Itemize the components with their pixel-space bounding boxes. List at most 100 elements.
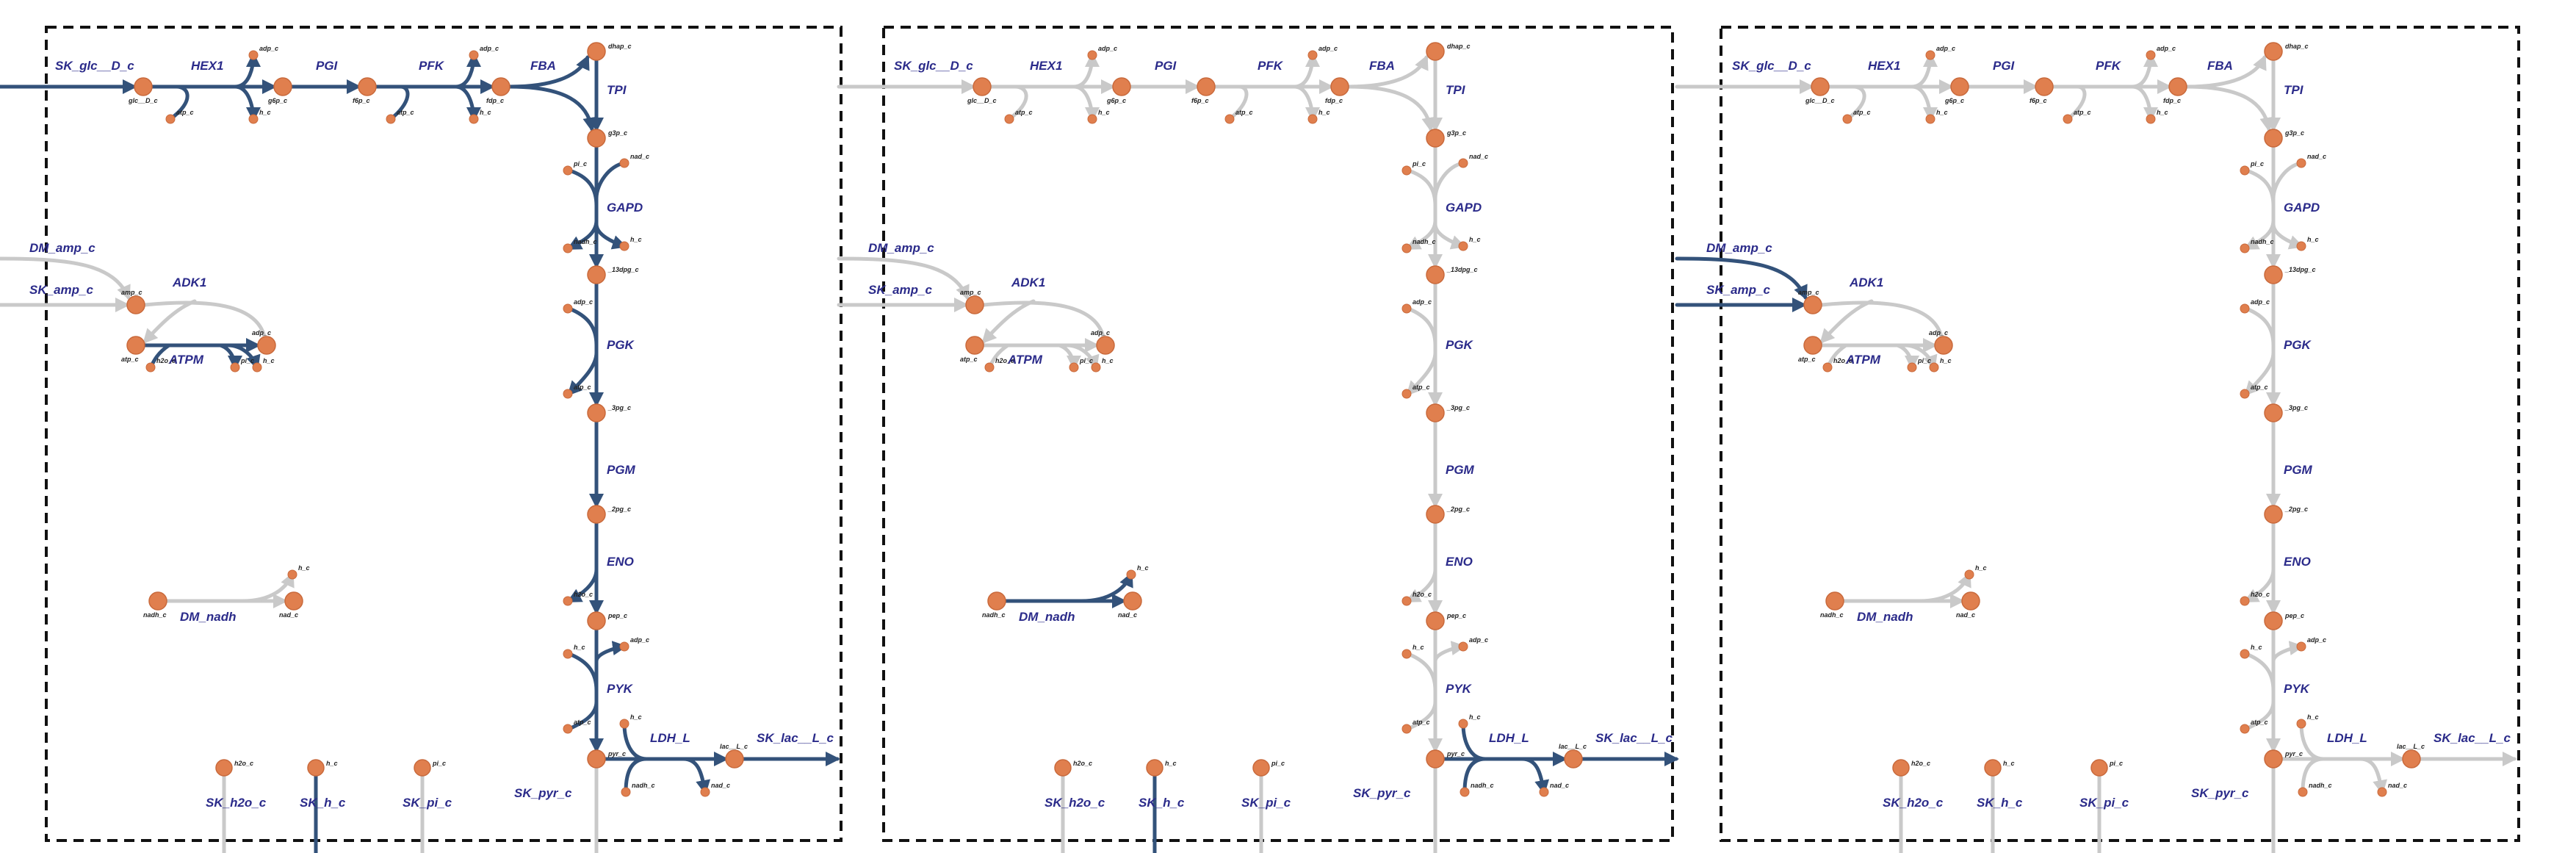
cofactor-node xyxy=(1822,362,1833,372)
reaction-segment xyxy=(142,300,267,339)
cofactor-label: adp_c xyxy=(2251,298,2270,306)
reaction-segment xyxy=(567,652,599,693)
reaction-sk_amp: SK_amp_c xyxy=(1675,283,1807,312)
reaction-label: SK_h_c xyxy=(1977,796,2023,810)
metabolite-label: nadh_c xyxy=(143,611,167,619)
cofactor-node xyxy=(2063,114,2073,124)
cofactor-label: pi_c xyxy=(240,357,254,364)
reaction-segment xyxy=(1227,84,1249,121)
reaction-sk_pyr: SK_pyr_c xyxy=(514,766,599,853)
cofactor-node xyxy=(1925,50,1935,60)
cofactor-node xyxy=(2240,243,2250,253)
cofactor-node xyxy=(619,719,629,729)
reaction-label: PGK xyxy=(2284,338,2312,352)
reaction-label: SK_amp_c xyxy=(1706,283,1770,297)
metabolite-label: glc__D_c xyxy=(128,97,158,104)
metabolite-node xyxy=(148,591,167,611)
metabolite-node xyxy=(1825,591,1844,611)
metabolite-label: _2pg_c xyxy=(1446,505,1470,513)
cofactor-label: nadh_c xyxy=(1413,238,1436,245)
reaction-segment xyxy=(2130,52,2158,89)
metabolite-node xyxy=(1892,759,1910,777)
reaction-label: PGI xyxy=(316,59,339,73)
reaction-label: ADK1 xyxy=(172,276,206,289)
cofactor-node xyxy=(563,165,573,176)
cofactor-node xyxy=(1925,114,1935,124)
metabolite-node xyxy=(1961,591,1980,611)
metabolite-node xyxy=(1811,77,1830,96)
metabolite-label: nad_c xyxy=(1118,611,1137,619)
reaction-label: SK_pi_c xyxy=(1241,796,1291,810)
reaction-segment xyxy=(594,161,627,201)
cofactor-node xyxy=(563,389,573,399)
reaction-label: ATPM xyxy=(1007,353,1043,367)
cofactor-node xyxy=(1004,114,1014,124)
cofactor-node xyxy=(145,362,156,372)
cofactor-node xyxy=(1126,569,1136,580)
cofactor-label: atp_c xyxy=(397,109,414,116)
reaction-label: PYK xyxy=(1446,682,1473,696)
reaction-adk1: ADK1 xyxy=(142,276,267,344)
metabolite-node xyxy=(1803,295,1822,314)
reaction-sk_glc: SK_glc__D_c xyxy=(1675,59,1814,94)
metabolite-node xyxy=(2264,403,2283,422)
metabolite-label: nad_c xyxy=(279,611,298,619)
cofactor-label: nadh_c xyxy=(1471,782,1494,789)
reaction-sk_h: SK_h_c xyxy=(300,766,346,853)
cofactor-node xyxy=(1907,362,1917,372)
reaction-segment xyxy=(2244,350,2276,396)
metabolite-node xyxy=(2264,129,2283,148)
reaction-label: SK_pyr_c xyxy=(2191,786,2249,800)
reaction-segment xyxy=(1910,52,1938,89)
metabolite-node xyxy=(587,403,606,422)
metabolite-node xyxy=(1112,77,1131,96)
reaction-segment xyxy=(2066,84,2087,121)
cofactor-node xyxy=(563,649,573,659)
reaction-label: PFK xyxy=(419,59,445,73)
reaction-sk_glc: SK_glc__D_c xyxy=(0,59,137,94)
metabolite-node xyxy=(1426,749,1445,769)
cofactor-node xyxy=(1401,649,1412,659)
metabolite-label: dhap_c xyxy=(608,43,632,50)
cofactor-node xyxy=(1224,114,1235,124)
cofactor-node xyxy=(563,596,573,606)
metabolite-label: h_c xyxy=(2003,760,2015,767)
cofactor-node xyxy=(2240,389,2250,399)
cofactor-node xyxy=(1539,787,1549,797)
metabolite-label: pi_c xyxy=(2109,760,2123,767)
metabolite-label: atp_c xyxy=(1798,356,1816,363)
metabolite-label: pep_c xyxy=(607,612,627,619)
metabolite-label: nadh_c xyxy=(1820,611,1844,619)
reaction-fba: FBA xyxy=(1346,54,1437,132)
cofactor-node xyxy=(2240,724,2250,734)
metabolite-node xyxy=(2264,265,2283,284)
metabolite-label: nadh_c xyxy=(982,611,1006,619)
cofactor-label: nad_c xyxy=(2388,782,2407,789)
reaction-label: ENO xyxy=(2284,555,2311,569)
metabolite-label: pyr_c xyxy=(607,750,626,757)
metabolite-node xyxy=(587,749,606,769)
reaction-segment xyxy=(1462,757,1487,794)
reaction-dm_amp: DM_amp_c xyxy=(1675,241,1808,300)
reaction-label: PFK xyxy=(1258,59,1284,73)
reaction-label: PFK xyxy=(2096,59,2122,73)
cofactor-node xyxy=(2240,303,2250,314)
reaction-label: ATPM xyxy=(168,353,204,367)
reaction-fba: FBA xyxy=(2184,54,2275,132)
cofactor-label: nad_c xyxy=(711,782,730,789)
cofactor-label: h_c xyxy=(1102,357,1114,364)
reaction-pyk: PYK xyxy=(2244,627,2311,753)
metabolite-node xyxy=(134,77,153,96)
reaction-sk_lac: SK_lac__L_c xyxy=(741,731,840,766)
reaction-label: LDH_L xyxy=(2327,731,2367,745)
metabolite-node xyxy=(307,759,325,777)
reaction-segment xyxy=(567,168,599,208)
reaction-segment xyxy=(2271,161,2303,201)
reaction-segment xyxy=(1292,84,1320,122)
cofactor-label: adp_c xyxy=(2157,45,2176,52)
metabolite-node xyxy=(1984,759,2002,777)
metabolite-node xyxy=(1252,759,1270,777)
metabolite-label: amp_c xyxy=(960,289,981,296)
